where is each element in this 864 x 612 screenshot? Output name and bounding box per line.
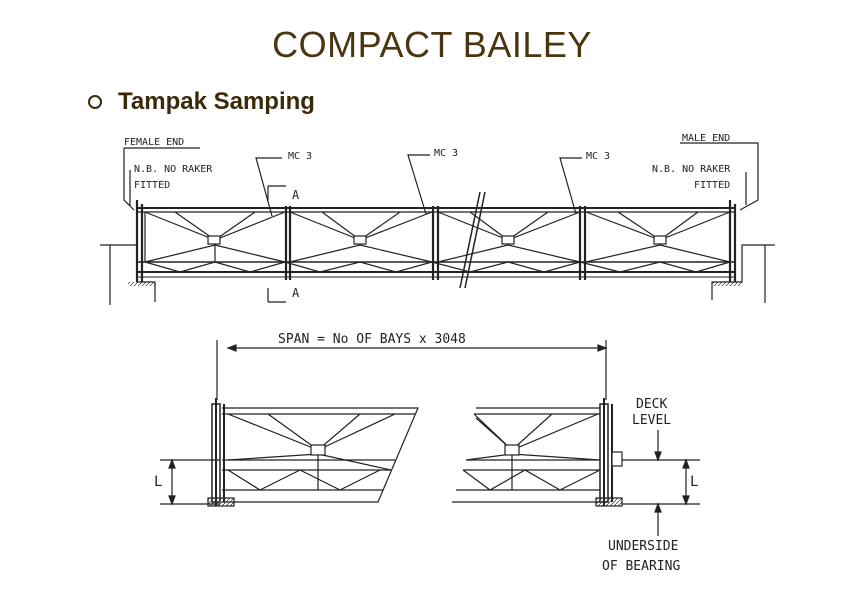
vertical-posts xyxy=(135,200,737,282)
underside-line1: UNDERSIDE xyxy=(608,539,678,554)
dim-left-label: L xyxy=(154,474,162,490)
section-marker-bottom: A xyxy=(292,286,300,300)
slide-title: COMPACT BAILEY xyxy=(272,24,592,65)
label-nb-right-line2: FITTED xyxy=(694,180,730,191)
deck-level-line2: LEVEL xyxy=(632,413,671,428)
underside-line2: OF BEARING xyxy=(602,559,680,574)
label-nb-left-line2: FITTED xyxy=(134,180,170,191)
label-male-end: MALE END xyxy=(682,133,730,144)
label-nb-right-line1: N.B. NO RAKER xyxy=(652,164,731,175)
truss-panels xyxy=(144,211,731,273)
side-elevation xyxy=(100,142,775,305)
label-female-end: FEMALE END xyxy=(124,137,184,148)
label-mc-1: MC 3 xyxy=(288,151,312,162)
label-nb-left-line1: N.B. NO RAKER xyxy=(134,164,213,175)
detail-elevation xyxy=(160,340,700,536)
bullet-text: Tampak Samping xyxy=(118,88,315,115)
dim-right-label: L xyxy=(690,474,698,490)
section-marker-top: A xyxy=(292,188,300,202)
label-mc-2: MC 3 xyxy=(434,148,458,159)
deck-level-line1: DECK xyxy=(636,397,667,412)
ring-bullet-icon xyxy=(88,95,102,109)
label-mc-3: MC 3 xyxy=(586,151,610,162)
span-label: SPAN = No OF BAYS x 3048 xyxy=(278,332,466,347)
bullet-item: Tampak Samping xyxy=(88,88,315,116)
